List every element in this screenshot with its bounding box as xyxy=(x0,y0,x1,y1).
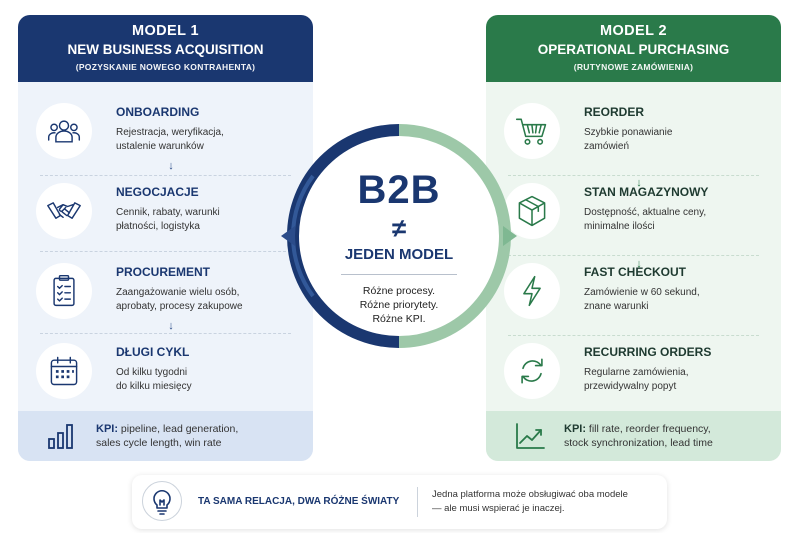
box-icon xyxy=(518,195,546,227)
step-description: Dostępność, aktualne ceny,minimalne iloś… xyxy=(584,207,707,232)
right-arrow-icon xyxy=(503,226,517,246)
refresh-icon xyxy=(521,358,543,384)
step-title: REORDER xyxy=(584,105,645,119)
down-arrow-icon: ↓ xyxy=(168,320,174,332)
step-title: ONBOARDING xyxy=(116,105,200,119)
lightbulb-icon xyxy=(153,490,171,515)
down-arrow-icon: ↓ xyxy=(636,177,642,189)
cart-icon xyxy=(515,118,547,145)
model2-subtitle: (RUTYNOWE ZAMÓWIENIA) xyxy=(573,62,694,72)
step-title: NEGOCJACJE xyxy=(116,185,199,199)
footer-text: Jedna platforma może obsługiwać oba mode… xyxy=(432,489,628,514)
center-title: B2B xyxy=(357,168,441,212)
footer-title: TA SAMA RELACJA, DWA RÓŻNE ŚWIATY xyxy=(198,496,400,507)
down-arrow-icon: ↓ xyxy=(168,160,174,172)
divider xyxy=(341,274,457,275)
step-title: FAST CHECKOUT xyxy=(584,265,686,279)
center-ring: B2B ≠ JEDEN MODEL Różne procesy. Różne p… xyxy=(279,116,519,356)
center-content: B2B ≠ JEDEN MODEL Różne procesy. Różne p… xyxy=(279,116,519,356)
model1-header: MODEL 1 NEW BUSINESS ACQUISITION (POZYSK… xyxy=(18,15,313,82)
model1-kpi: KPI: pipeline, lead generation, sales cy… xyxy=(18,411,313,461)
bar-chart-icon xyxy=(48,424,73,449)
divider xyxy=(508,175,759,176)
kpi-text: KPI: fill rate, reorder frequency, stock… xyxy=(564,423,713,449)
step-title: STAN MAGAZYNOWY xyxy=(584,185,709,199)
model2-step-stan-magazynowy: STAN MAGAZYNOWY Dostępność, aktualne cen… xyxy=(486,178,781,250)
line-chart-icon xyxy=(516,423,545,449)
divider xyxy=(417,487,418,517)
step-title: DŁUGI CYKL xyxy=(116,345,190,359)
model2-step-fast-checkout: FAST CHECKOUT Zamówienie w 60 sekund,zna… xyxy=(486,258,781,330)
lightning-icon xyxy=(523,275,541,307)
footer-banner: TA SAMA RELACJA, DWA RÓŻNE ŚWIATY Jedna … xyxy=(132,475,667,529)
step-description: Zamówienie w 60 sekund,znane warunki xyxy=(584,287,700,312)
model2-panel: MODEL 2 OPERATIONAL PURCHASING (RUTYNOWE… xyxy=(486,15,781,461)
model2-title: OPERATIONAL PURCHASING xyxy=(537,42,730,57)
left-arrow-icon xyxy=(281,226,295,246)
model1-title: NEW BUSINESS ACQUISITION xyxy=(67,42,264,57)
model2-header: MODEL 2 OPERATIONAL PURCHASING (RUTYNOWE… xyxy=(486,15,781,82)
kpi-text: KPI: pipeline, lead generation, sales cy… xyxy=(96,423,239,449)
step-description: Regularne zamówienia,przewidywalny popyt xyxy=(584,367,689,392)
not-equal-icon: ≠ xyxy=(391,213,407,243)
step-description: Zaangażowanie wielu osób,aprobaty, proce… xyxy=(116,287,243,312)
model2-label: MODEL 2 xyxy=(600,23,667,39)
model1-label: MODEL 1 xyxy=(132,23,199,39)
divider xyxy=(40,251,291,252)
step-title: PROCUREMENT xyxy=(116,265,211,279)
model1-step-procurement: PROCUREMENT Zaangażowanie wielu osób,apr… xyxy=(18,258,313,330)
model2-kpi: KPI: fill rate, reorder frequency, stock… xyxy=(486,411,781,461)
model1-step-onboarding: ONBOARDING Rejestracja, weryfikacja,usta… xyxy=(18,98,313,170)
down-arrow-icon: ↓ xyxy=(636,258,642,270)
model1-subtitle: (POZYSKANIE NOWEGO KONTRAHENTA) xyxy=(75,62,256,72)
step-description: Rejestracja, weryfikacja,ustalenie warun… xyxy=(116,127,224,152)
calendar-icon xyxy=(50,356,78,386)
divider xyxy=(508,255,759,256)
model2-step-recurring-orders: RECURRING ORDERS Regularne zamówienia,pr… xyxy=(486,338,781,410)
handshake-icon xyxy=(47,202,81,219)
step-title: RECURRING ORDERS xyxy=(584,345,712,359)
divider xyxy=(508,335,759,336)
clipboard-checklist-icon xyxy=(53,274,75,307)
divider xyxy=(40,333,291,334)
people-icon xyxy=(47,120,81,143)
lightbulb-icon-circle xyxy=(142,481,182,521)
divider xyxy=(40,175,291,176)
center-description: Różne procesy. Różne priorytety. Różne K… xyxy=(359,285,439,325)
ring-graphic xyxy=(281,124,517,348)
center-subtitle: JEDEN MODEL xyxy=(344,246,454,263)
model1-panel: MODEL 1 NEW BUSINESS ACQUISITION (POZYSK… xyxy=(18,15,313,461)
